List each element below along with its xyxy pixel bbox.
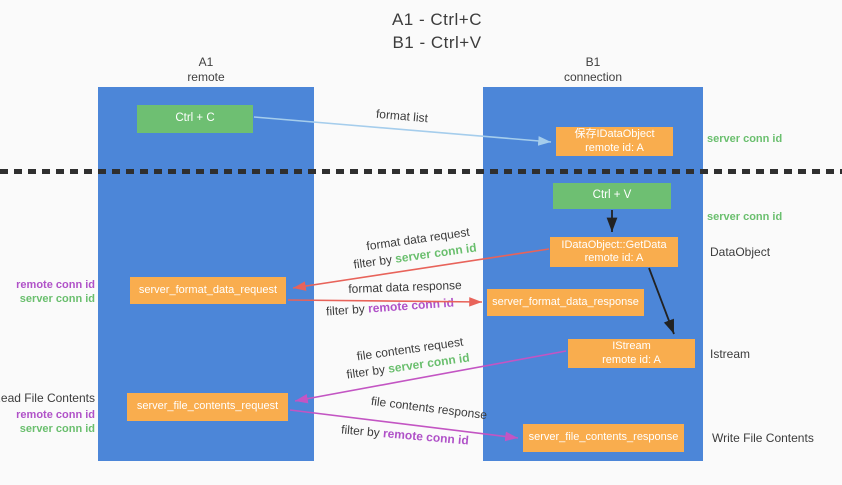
- file-request-label: server_file_contents_request: [136, 400, 279, 413]
- format-request-label: server_format_data_request: [138, 283, 278, 296]
- filter-by-text: filter by: [352, 251, 397, 272]
- server-format-data-response-node: server_format_data_response: [487, 289, 644, 316]
- ctrl-v-label: Ctrl + V: [592, 189, 632, 202]
- server-file-contents-response-node: server_file_contents_response: [523, 424, 684, 452]
- server-conn-id-annotation-top: server conn id: [707, 133, 783, 145]
- filter-by-text: filter by: [345, 361, 390, 382]
- getdata-remote-id: remote id: A: [584, 252, 644, 264]
- ctrl-v-node: Ctrl + V: [553, 183, 671, 209]
- server-conn-id-annotation-file: server conn id: [19, 423, 95, 435]
- file-contents-response-flow-label: file contents response: [370, 393, 488, 423]
- format-data-response-flow-label: format data response: [348, 278, 462, 296]
- diagram-title: A1 - Ctrl+C B1 - Ctrl+V: [337, 8, 537, 54]
- column-a1-id: A1: [198, 55, 214, 69]
- title-line-a1: A1 - Ctrl+C: [391, 10, 483, 29]
- column-b1-name: connection: [563, 70, 623, 84]
- file-response-filter-label: filter by remote conn id: [325, 421, 486, 449]
- server-format-data-request-node: server_format_data_request: [130, 277, 286, 304]
- read-file-contents-annotation: Read File Contents: [0, 391, 95, 405]
- server-conn-id-annotation-format: server conn id: [19, 293, 95, 305]
- save-idataobject-node: 保存IDataObject remote id: A: [556, 127, 673, 156]
- title-line-b1: B1 - Ctrl+V: [392, 33, 482, 52]
- server-conn-id-annotation-mid: server conn id: [707, 211, 783, 223]
- ctrl-c-label: Ctrl + C: [175, 112, 215, 125]
- column-a1-name: remote: [187, 70, 225, 84]
- istream-annotation: Istream: [710, 347, 751, 361]
- istream-remote-id: remote id: A: [602, 353, 661, 366]
- remote-conn-id-annotation-format: remote conn id: [16, 279, 95, 291]
- write-file-contents-annotation: Write File Contents: [712, 431, 814, 445]
- filter-by-text: filter by: [340, 422, 384, 441]
- column-b1-id: B1: [585, 55, 601, 69]
- column-header-a1-remote: A1 remote: [98, 55, 314, 85]
- format-response-label: server_format_data_response: [492, 295, 639, 308]
- section-divider-dotted-line: [0, 169, 842, 174]
- dataobject-annotation: DataObject: [710, 245, 771, 259]
- idataobject-getdata-node: IDataObject::GetData remote id: A: [550, 237, 678, 267]
- format-response-filter-label: filter by remote conn id: [310, 294, 471, 319]
- filter-by-text: filter by: [325, 301, 369, 319]
- istream-node: IStream remote id: A: [568, 339, 695, 368]
- save-idataobject-remote-id: remote id: A: [585, 141, 644, 154]
- file-response-label: server_file_contents_response: [528, 431, 679, 444]
- server-file-contents-request-node: server_file_contents_request: [127, 393, 288, 421]
- column-header-b1-connection: B1 connection: [483, 55, 703, 85]
- remote-conn-id-text: remote conn id: [367, 295, 455, 316]
- remote-conn-id-text: remote conn id: [382, 426, 470, 448]
- remote-conn-id-annotation-file: remote conn id: [16, 409, 95, 421]
- getdata-title: IDataObject::GetData: [561, 238, 667, 251]
- ctrl-c-node: Ctrl + C: [137, 105, 253, 133]
- format-list-flow-label: format list: [375, 106, 429, 126]
- save-idataobject-title: 保存IDataObject: [574, 128, 655, 140]
- istream-title: IStream: [612, 340, 651, 352]
